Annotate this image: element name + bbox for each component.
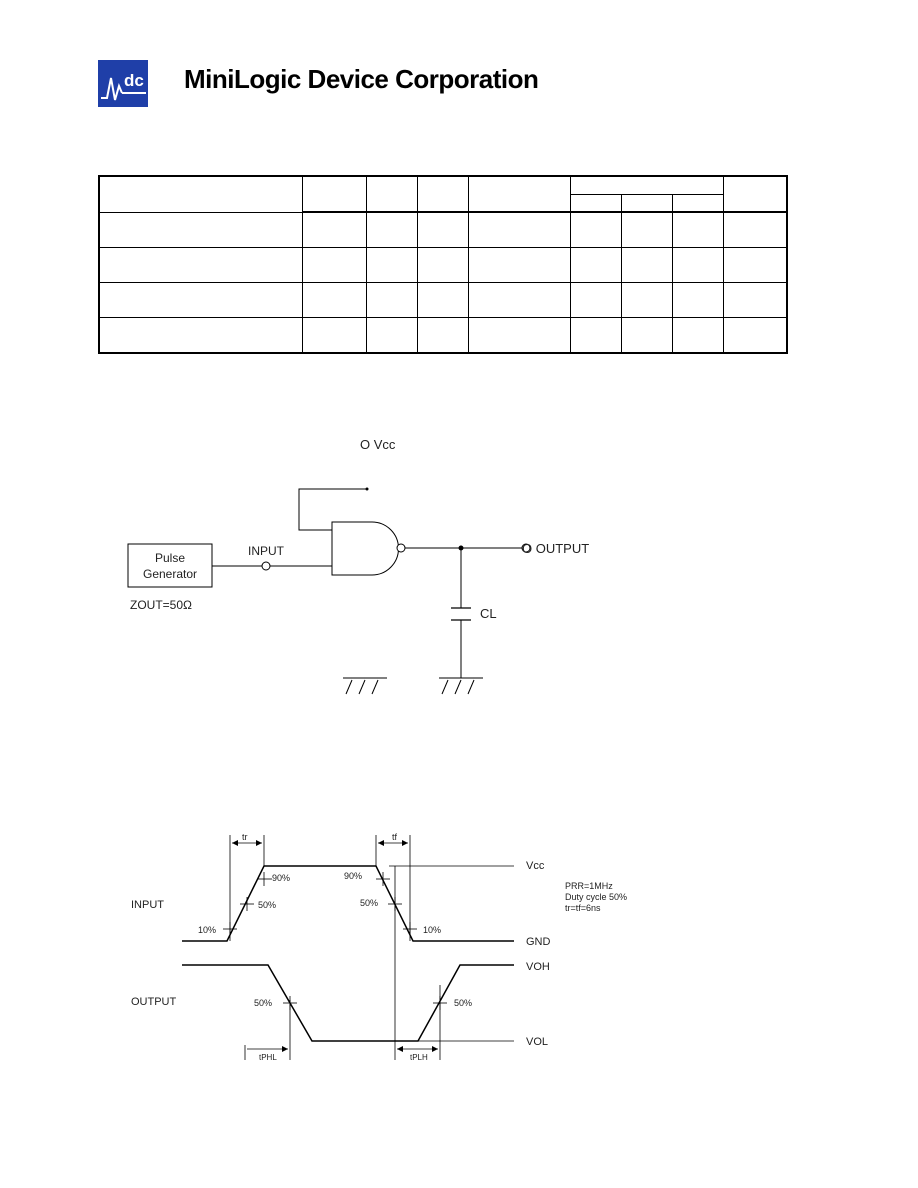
input-terminal: [261, 561, 271, 571]
table-header-row-1: [98, 175, 788, 213]
company-name: MiniLogic Device Corporation: [184, 64, 539, 94]
spec-table: [98, 175, 788, 354]
vcc-label: O Vcc: [360, 437, 396, 452]
ground-icon: [343, 677, 387, 695]
nand-gate-icon: [331, 521, 399, 576]
logo-text: dc: [124, 71, 144, 90]
pulse-generator-label-2: Generator: [143, 567, 197, 581]
output-label: O OUTPUT: [522, 541, 589, 556]
pulse-generator-box: [127, 543, 213, 588]
cl-label: CL: [480, 606, 497, 621]
output-terminal: [521, 543, 531, 553]
vcc-wire: [298, 488, 367, 531]
pulse-generator-label-1: Pulse: [155, 551, 185, 565]
table-header-row-2: [99, 194, 787, 213]
table-row: [98, 317, 788, 354]
input-label: INPUT: [248, 544, 285, 558]
vcc-node: [365, 487, 369, 491]
company-logo: dc: [98, 60, 148, 107]
inverter-bubble: [396, 543, 406, 553]
ground-icon: [439, 677, 483, 695]
zout-label: ZOUT=50Ω: [130, 598, 192, 612]
logo-mark: dc: [101, 71, 146, 101]
table-row: [98, 282, 788, 318]
